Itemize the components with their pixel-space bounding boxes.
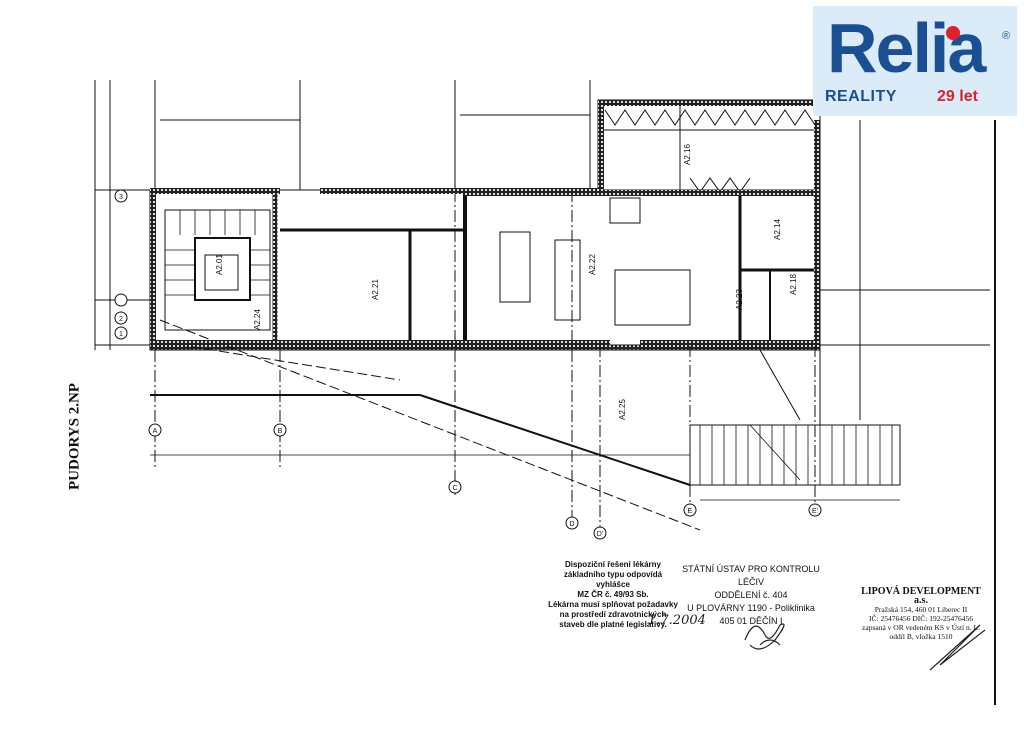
signature bbox=[744, 623, 785, 650]
note-line: Lékárna musí splňovat požadavky bbox=[548, 600, 678, 609]
grid-label: C bbox=[452, 485, 457, 492]
upper-wing bbox=[597, 99, 821, 193]
room-label: A2.16 bbox=[683, 144, 692, 165]
signature bbox=[929, 624, 986, 671]
grid-label: D bbox=[569, 521, 574, 528]
staircase bbox=[164, 209, 271, 331]
stamp-line: Pražská 154, 460 01 Liberec II bbox=[874, 605, 968, 614]
stamp-line: U PLOVÁRNY 1190 - Poliklinika bbox=[687, 603, 815, 613]
room-label: A2.23 bbox=[735, 289, 744, 310]
room-label: A2.14 bbox=[773, 219, 782, 240]
grid-label: B bbox=[278, 428, 283, 435]
stamp-line: ODDĚLENÍ č. 404 bbox=[714, 590, 788, 600]
grid-axis-3 bbox=[114, 189, 128, 203]
grid-axis-b bbox=[273, 423, 287, 437]
room-label: A2.01 bbox=[215, 254, 224, 275]
grid-label: A bbox=[153, 428, 158, 435]
logo-brand: Relia bbox=[827, 9, 986, 87]
stamp-line: IČ: 25476456 DIČ: 192-25476456 bbox=[869, 614, 973, 623]
note-line: MZ ČR č. 49/93 Sb. bbox=[577, 590, 649, 599]
developer-stamp: LIPOVÁ DEVELOPMENT a.s. Pražská 154, 460… bbox=[856, 586, 986, 642]
developer-name: LIPOVÁ DEVELOPMENT a.s. bbox=[861, 586, 981, 606]
grid-axis-c bbox=[448, 480, 462, 494]
stamp-line: 405 01 DĚČÍN I bbox=[719, 616, 783, 626]
pharmacy-note: Dispoziční řešení lékárny základního typ… bbox=[548, 560, 678, 630]
note-line: základního typu odpovídá vyhlášce bbox=[563, 570, 663, 589]
logo-dot-icon bbox=[946, 26, 960, 40]
stamp-line: STÁTNÍ ÚSTAV PRO KONTROLU LÉČIV bbox=[682, 564, 820, 587]
room-label: A2.25 bbox=[618, 399, 627, 420]
handwritten-date: 1.7.2004 bbox=[648, 613, 706, 628]
grid-label: 3 bbox=[119, 194, 123, 201]
drawing-title: PUDORYS 2.NP bbox=[66, 383, 83, 490]
stamp-line: oddíl B, vložka 1510 bbox=[889, 632, 953, 641]
room-label: A2.22 bbox=[588, 254, 597, 275]
room-label: A2.24 bbox=[253, 309, 262, 330]
room-label: A2.21 bbox=[371, 279, 380, 300]
grid-axis-d2 bbox=[593, 526, 607, 540]
logo-years: 29 let bbox=[937, 88, 978, 105]
grid-label: D' bbox=[597, 531, 603, 538]
grid-axis-1 bbox=[114, 326, 128, 340]
elevator-shaft bbox=[194, 237, 251, 301]
grid-label: E bbox=[688, 508, 693, 515]
note-line: Dispoziční řešení lékárny bbox=[564, 560, 662, 569]
stamp-line: zapsaná v OR vedeném KS v Ústí n. L. bbox=[862, 623, 980, 632]
grid-axis-e bbox=[683, 503, 697, 517]
grid-label: E' bbox=[812, 508, 818, 515]
relia-logo: Relia ® REALITY 29 let bbox=[813, 6, 1017, 116]
grid-axis-d bbox=[565, 516, 579, 530]
grid-axis-e2 bbox=[808, 503, 822, 517]
institute-stamp: STÁTNÍ ÚSTAV PRO KONTROLU LÉČIV ODDĚLENÍ… bbox=[676, 563, 826, 628]
note-line: na prostředí zdravotnických bbox=[559, 610, 667, 619]
logo-tagline: REALITY bbox=[825, 88, 897, 105]
note-line: staveb dle platné legislativy. bbox=[559, 620, 667, 629]
registered-mark: ® bbox=[1002, 30, 1011, 42]
room-label: A2.18 bbox=[789, 274, 798, 295]
exterior-stairs bbox=[689, 424, 901, 486]
grid-axis-a bbox=[148, 423, 162, 437]
grid-label: 1 bbox=[119, 331, 123, 338]
grid-axis-2 bbox=[114, 311, 128, 325]
grid-label: 2 bbox=[119, 316, 123, 323]
